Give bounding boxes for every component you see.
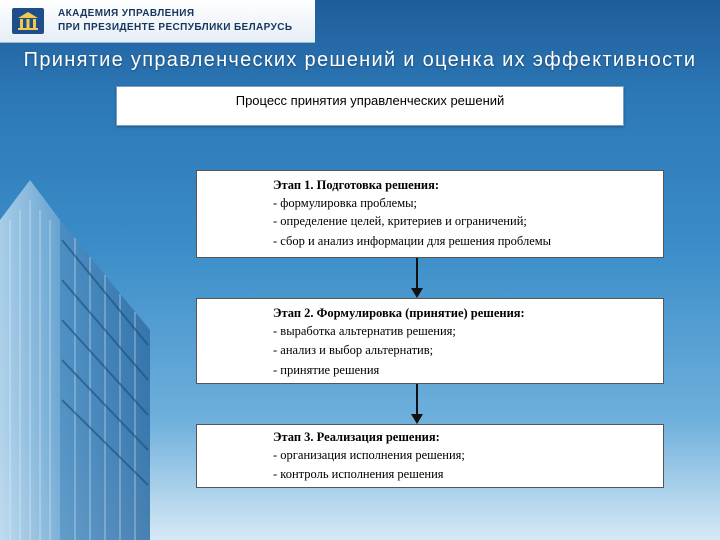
slide-title: Принятие управленческих решений и оценка…	[23, 49, 697, 71]
arrow-down-icon	[411, 384, 423, 424]
organization-name-line2: ПРИ ПРЕЗИДЕНТЕ РЕСПУБЛИКИ БЕЛАРУСЬ	[58, 22, 293, 33]
stage-3-box: Этап 3. Реализация решения: - организаци…	[196, 424, 664, 488]
stage-1-item: - сбор и анализ информации для решения п…	[273, 234, 552, 248]
academy-emblem-icon	[12, 8, 44, 34]
stage-3-item: - контроль исполнения решения	[273, 467, 444, 481]
stage-1-heading: Этап 1. Подготовка решения:	[273, 178, 440, 192]
stage-1-box: Этап 1. Подготовка решения: - формулиров…	[196, 170, 664, 258]
stage-2-box: Этап 2. Формулировка (принятие) решения:…	[196, 298, 664, 384]
arrow-down-icon	[411, 258, 423, 298]
stage-3-item: - организация исполнения решения;	[273, 448, 465, 462]
subtitle-box: Процесс принятия управленческих решений	[116, 86, 624, 126]
stage-2-item: - анализ и выбор альтернатив;	[273, 343, 434, 357]
building-image	[0, 180, 150, 540]
stage-1-item: - определение целей, критериев и огранич…	[273, 214, 527, 228]
stage-3-heading: Этап 3. Реализация решения:	[273, 430, 440, 444]
subtitle-text: Процесс принятия управленческих решений	[235, 93, 505, 108]
organization-name-line1: АКАДЕМИЯ УПРАВЛЕНИЯ	[58, 8, 195, 19]
header-logo-panel: АКАДЕМИЯ УПРАВЛЕНИЯ ПРИ ПРЕЗИДЕНТЕ РЕСПУ…	[0, 0, 315, 43]
stage-2-item: - выработка альтернатив решения;	[273, 324, 456, 338]
stage-2-item: - принятие решения	[273, 363, 380, 377]
stage-2-heading: Этап 2. Формулировка (принятие) решения:	[273, 306, 525, 320]
stage-1-item: - формулировка проблемы;	[273, 196, 418, 210]
